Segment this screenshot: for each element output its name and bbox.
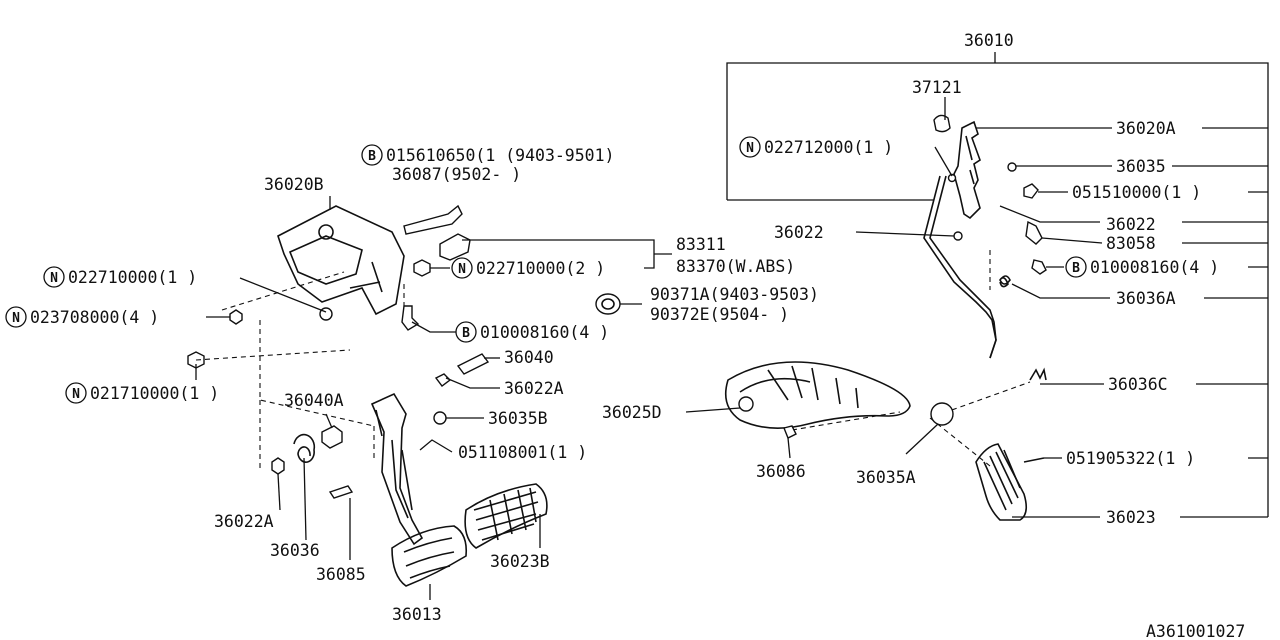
label-36020B: 36020B <box>264 175 324 194</box>
label-021710000: 021710000(1 ) <box>90 384 219 403</box>
screw-051905322 <box>1023 457 1045 463</box>
bushing-36022A-l <box>271 457 285 475</box>
switch-83311 <box>439 233 471 261</box>
bushing-36035A <box>930 402 954 426</box>
label-023708000: 023708000(4 ) <box>30 308 159 327</box>
labels: 36010 37121 36020A 022712000(1 ) 36035 0… <box>30 31 1245 640</box>
pin-n022712000 <box>947 173 957 183</box>
badges: N B B N N N B N <box>5 136 1087 404</box>
label-36010: 36010 <box>964 31 1014 50</box>
label-36025D: 36025D <box>602 403 662 422</box>
label-015610650: 015610650(1 (9403-9501) <box>386 146 614 165</box>
label-83058: 83058 <box>1106 234 1156 253</box>
accel-pedal-36023 <box>975 443 1028 521</box>
pedal-housing-36025D <box>724 361 911 429</box>
spring-36036C <box>1029 367 1047 381</box>
accel-rod-36022 <box>923 175 997 359</box>
label-36035B: 36035B <box>488 409 548 428</box>
clip-37121 <box>933 114 951 133</box>
bushing-in-housing <box>738 396 754 412</box>
bolt-010008160-r <box>1031 259 1047 275</box>
brake-pedal-parts <box>187 204 621 587</box>
label-010008160-left: 010008160(4 ) <box>480 323 609 342</box>
brake-pedal-pad <box>391 525 468 587</box>
label-36086: 36086 <box>756 462 806 481</box>
svg-text:N: N <box>50 271 58 286</box>
label-36036C: 36036C <box>1108 375 1168 394</box>
label-83311: 83311 <box>676 235 726 254</box>
label-022710000-1: 022710000(1 ) <box>68 268 197 287</box>
nut-051510000 <box>1023 183 1039 199</box>
bracket-36020B <box>277 205 405 316</box>
lever-36020A <box>953 120 981 220</box>
pin-36040 <box>456 353 490 375</box>
label-36023: 36023 <box>1106 508 1156 527</box>
label-36035: 36035 <box>1116 157 1166 176</box>
badge-b-010008160-r: B <box>1065 256 1087 278</box>
label-36040: 36040 <box>504 348 554 367</box>
svg-text:B: B <box>462 326 470 341</box>
nut-023708000 <box>229 309 243 325</box>
bolt-010008160-l <box>401 305 420 331</box>
grommet-90371A <box>595 293 621 315</box>
svg-text:B: B <box>1072 261 1080 276</box>
spring-36036 <box>293 433 316 463</box>
pedal-pad-36023B <box>464 483 548 549</box>
label-90371A: 90371A(9403-9503) <box>650 285 819 304</box>
label-36036: 36036 <box>270 541 320 560</box>
bolt-36087 <box>403 204 463 235</box>
screw-36035 <box>1007 162 1017 172</box>
label-051905322: 051905322(1 ) <box>1066 449 1195 468</box>
spring-36036A <box>999 275 1011 288</box>
assembly-frame-36010 <box>726 52 1269 517</box>
label-36022-right: 36022 <box>1106 215 1156 234</box>
badge-n-022710000-2: N <box>451 257 473 279</box>
label-36085: 36085 <box>316 565 366 584</box>
brake-pedal-arm-36013 <box>370 392 424 546</box>
label-022712000: 022712000(1 ) <box>764 138 893 157</box>
nut-022710000-2 <box>413 259 431 277</box>
bolt-36085 <box>328 485 354 499</box>
leader-lines <box>195 97 1268 600</box>
label-022710000-2: 022710000(2 ) <box>476 259 605 278</box>
label-36013: 36013 <box>392 605 442 624</box>
svg-text:N: N <box>458 262 466 277</box>
label-36022-center: 36022 <box>774 223 824 242</box>
bushing-36022 <box>953 231 963 241</box>
badge-b-015610650: B <box>361 144 383 166</box>
diagram-id: A361001027 <box>1146 622 1245 640</box>
label-36022A-left: 36022A <box>214 512 274 531</box>
svg-text:B: B <box>368 149 376 164</box>
badge-n-022710000-1: N <box>43 266 65 288</box>
label-36023B: 36023B <box>490 552 550 571</box>
badge-b-010008160-l: B <box>455 321 477 343</box>
label-36020A: 36020A <box>1116 119 1176 138</box>
svg-text:N: N <box>72 387 80 402</box>
stopper-83058 <box>1025 220 1043 245</box>
svg-text:N: N <box>746 141 754 156</box>
label-051108001: 051108001(1 ) <box>458 443 587 462</box>
label-010008160-right: 010008160(4 ) <box>1090 258 1219 277</box>
bushing-36035B <box>433 411 447 425</box>
accelerator-parts <box>724 114 1047 521</box>
svg-text:N: N <box>12 311 20 326</box>
label-36087: 36087(9502- ) <box>392 165 521 184</box>
label-36022A-right: 36022A <box>504 379 564 398</box>
label-83370: 83370(W.ABS) <box>676 257 795 276</box>
label-36040A: 36040A <box>284 391 344 410</box>
badge-n-023708000: N <box>5 306 27 328</box>
bushing-36040A <box>321 425 343 449</box>
label-051510000: 051510000(1 ) <box>1072 183 1201 202</box>
bolt-36086 <box>783 425 797 439</box>
label-36036A: 36036A <box>1116 289 1176 308</box>
label-36035A: 36035A <box>856 468 916 487</box>
badge-n-021710000: N <box>65 382 87 404</box>
label-90372E: 90372E(9504- ) <box>650 305 789 324</box>
label-37121: 37121 <box>912 78 962 97</box>
badge-n-022712000: N <box>739 136 761 158</box>
bushing-36022A-r <box>434 373 452 387</box>
